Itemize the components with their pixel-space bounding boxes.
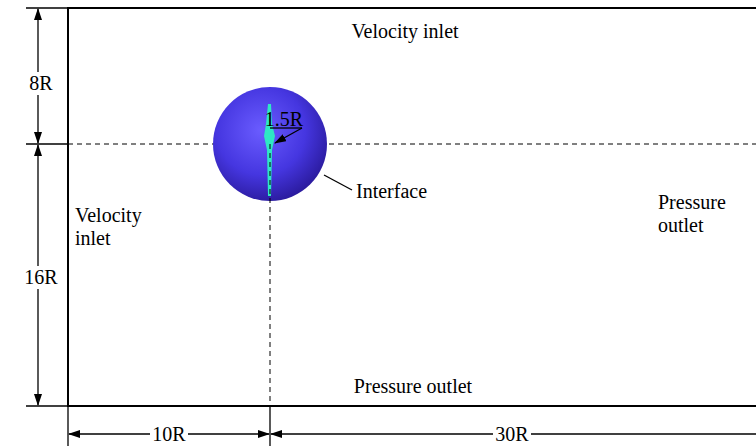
radius-label: 1.5R — [265, 108, 303, 131]
extension-line — [26, 143, 68, 144]
extension-line — [26, 7, 68, 8]
extension-line — [26, 405, 68, 406]
boundary-label: Velocity inlet — [75, 204, 165, 250]
boundary-label: Velocity inlet — [351, 20, 458, 43]
dimension-label: 8R — [27, 72, 54, 95]
center-line — [270, 144, 271, 406]
boundary-label: Pressure outlet — [658, 191, 750, 237]
extension-line — [269, 406, 270, 446]
interface-label: Interface — [356, 180, 427, 203]
boundary-label: Pressure outlet — [354, 375, 472, 398]
dimension-label: 16R — [22, 266, 59, 289]
domain-boundary — [68, 8, 756, 406]
center-line — [68, 144, 756, 145]
dimension-label: 30R — [493, 423, 530, 446]
interface-leader — [324, 175, 352, 190]
extension-line — [67, 406, 68, 446]
dimension-label: 10R — [150, 423, 187, 446]
radius-leader — [275, 128, 302, 143]
